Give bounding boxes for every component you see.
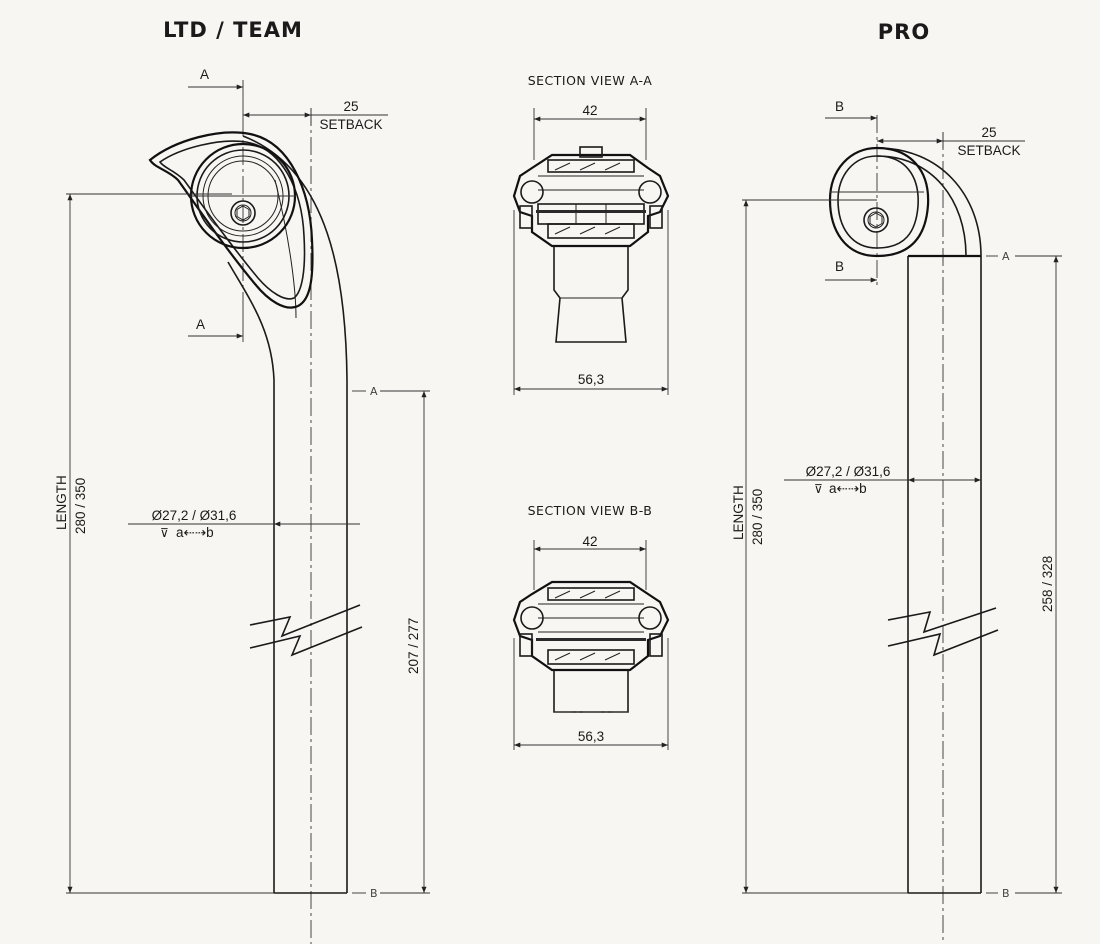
pro-diameter-dimension: Ø27,2 / Ø31,6 ⊽ a⇠⇢b <box>784 464 981 496</box>
pro-insert-dimension: 258 / 328 A B <box>986 250 1062 900</box>
svg-text:B: B <box>835 99 844 114</box>
svg-text:SETBACK: SETBACK <box>957 143 1020 158</box>
svg-text:207 / 277: 207 / 277 <box>406 618 421 674</box>
pro-section-marker-top: B <box>825 99 877 121</box>
svg-text:25: 25 <box>343 99 358 114</box>
ltd-section-marker-top: A <box>188 67 244 118</box>
svg-text:A: A <box>200 67 209 82</box>
ltd-setback-dimension: 25 SETBACK <box>243 99 388 132</box>
depth-symbol: ⊽ <box>814 482 823 496</box>
svg-text:Ø27,2 / Ø31,6: Ø27,2 / Ø31,6 <box>806 464 891 479</box>
svg-text:A: A <box>196 317 205 332</box>
svg-text:56,3: 56,3 <box>578 372 604 387</box>
svg-text:42: 42 <box>582 534 597 549</box>
ltd-team-title: LTD / TEAM <box>163 18 303 42</box>
section-aa-drawing: 42 56,3 <box>512 103 670 395</box>
ltd-seatpost-drawing <box>148 108 363 944</box>
pro-setback-dimension: 25 SETBACK <box>877 125 1025 158</box>
svg-text:B: B <box>370 887 378 900</box>
svg-text:25: 25 <box>981 125 996 140</box>
svg-text:SETBACK: SETBACK <box>319 117 382 132</box>
svg-text:280 / 350: 280 / 350 <box>73 478 88 534</box>
svg-text:A: A <box>370 385 378 398</box>
svg-text:280 / 350: 280 / 350 <box>750 489 765 545</box>
svg-text:LENGTH: LENGTH <box>731 485 746 540</box>
svg-text:A: A <box>1002 250 1010 263</box>
section-bb-title: SECTION VIEW B-B <box>528 503 653 518</box>
svg-text:a⇠⇢b: a⇠⇢b <box>829 481 867 496</box>
svg-text:Ø27,2 / Ø31,6: Ø27,2 / Ø31,6 <box>152 508 237 523</box>
pro-title: PRO <box>878 20 930 44</box>
svg-text:258 / 328: 258 / 328 <box>1040 556 1055 612</box>
section-aa-title: SECTION VIEW A-A <box>528 73 653 88</box>
svg-text:LENGTH: LENGTH <box>54 475 69 530</box>
pro-length-dimension: LENGTH 280 / 350 <box>731 199 908 894</box>
pro-section-marker-bottom: B <box>825 259 877 283</box>
section-bb-drawing: 42 56,3 <box>512 534 670 750</box>
svg-text:a⇠⇢b: a⇠⇢b <box>176 525 214 540</box>
depth-symbol: ⊽ <box>160 526 169 540</box>
svg-text:B: B <box>1002 887 1010 900</box>
svg-text:42: 42 <box>582 103 597 118</box>
pro-seatpost-drawing <box>750 115 999 944</box>
ltd-section-marker-bottom: A <box>188 310 244 342</box>
svg-text:56,3: 56,3 <box>578 729 604 744</box>
svg-text:B: B <box>835 259 844 274</box>
ltd-insert-dimension: 207 / 277 A B <box>352 385 430 900</box>
ltd-diameter-dimension: Ø27,2 / Ø31,6 ⊽ a⇠⇢b <box>128 508 360 540</box>
ltd-length-dimension: LENGTH 280 / 350 <box>54 193 274 894</box>
